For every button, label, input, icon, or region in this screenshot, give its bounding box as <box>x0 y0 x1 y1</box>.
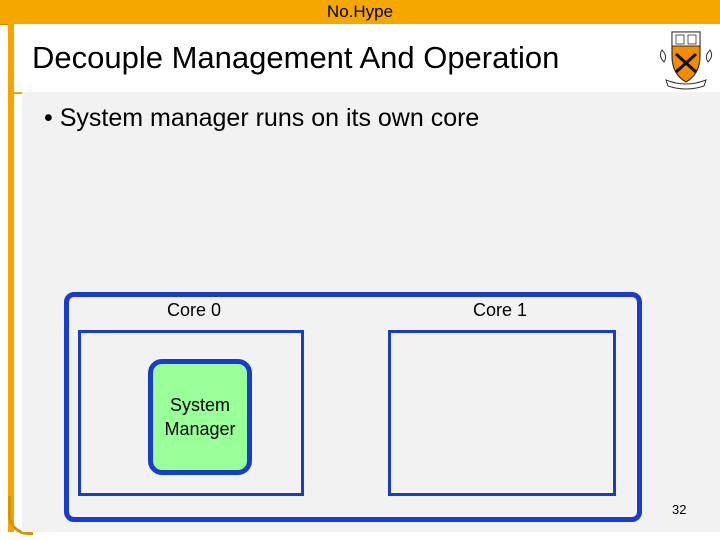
top-bar-title: No.Hype <box>326 2 394 21</box>
left-frame-stripe <box>8 24 14 532</box>
top-bar: No.Hype <box>0 0 720 25</box>
core-1-box <box>388 330 616 496</box>
system-manager-box: System Manager <box>148 359 252 475</box>
core-1-label: Core 1 <box>472 300 528 320</box>
shield-logo-icon <box>659 31 713 90</box>
bullet-text: • System manager runs on its own core <box>44 104 480 132</box>
left-frame-curve <box>8 496 33 535</box>
slide-header: Decouple Management And Operation <box>14 24 720 94</box>
core-0-label: Core 0 <box>166 300 222 320</box>
page-number: 32 <box>672 502 687 517</box>
system-manager-label: System Manager <box>164 395 236 439</box>
slide-title: Decouple Management And Operation <box>32 40 560 75</box>
